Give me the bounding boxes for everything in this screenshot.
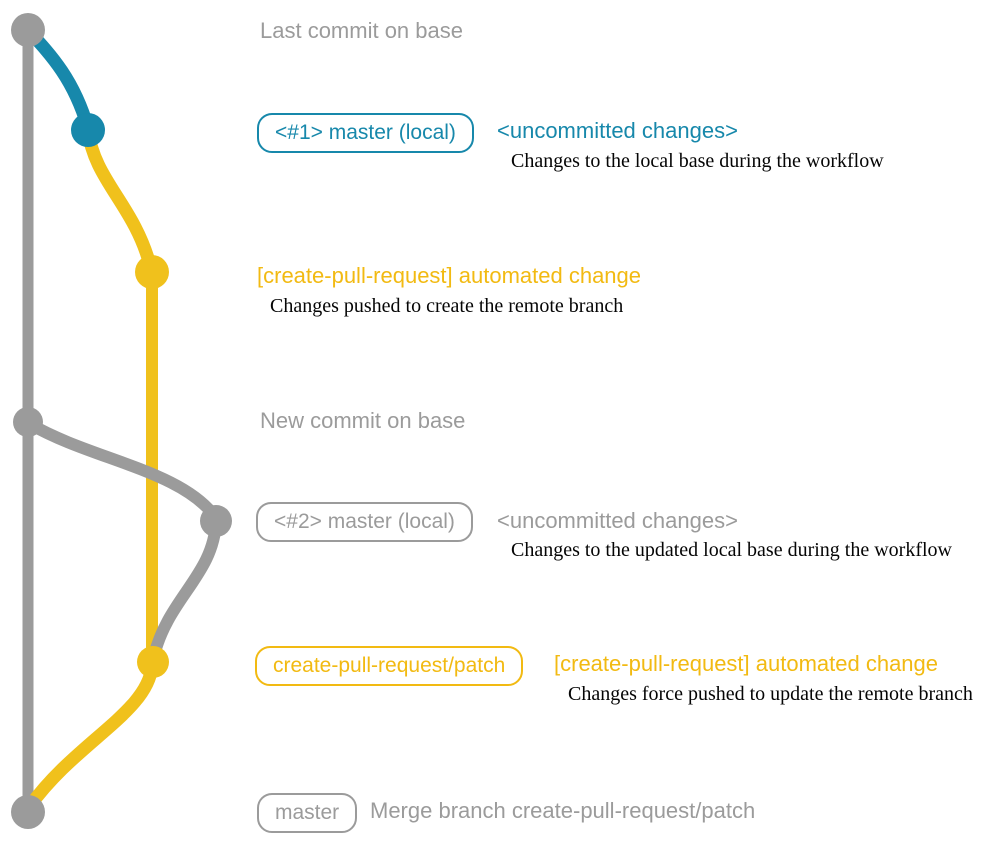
amend-branch-curve bbox=[148, 515, 222, 662]
commit-dot-local-1 bbox=[71, 113, 105, 147]
commit-dot-local-2 bbox=[200, 505, 232, 537]
branch-badge-master: master bbox=[257, 793, 358, 833]
commit-dot-new-base bbox=[13, 407, 43, 437]
desc-uncommitted-changes-1: Changes to the local base during the wor… bbox=[511, 150, 884, 172]
desc-uncommitted-changes-2: Changes to the updated local base during… bbox=[511, 539, 952, 561]
heading-new-commit-on-base: New commit on base bbox=[260, 408, 466, 433]
local-branch-curve bbox=[21, 23, 95, 135]
title-uncommitted-changes-2: <uncommitted changes> bbox=[497, 508, 738, 533]
title-automated-change-1: [create-pull-request] automated change bbox=[257, 263, 642, 288]
branch-badge-patch: create-pull-request/patch bbox=[255, 646, 524, 686]
desc-automated-change-2: Changes force pushed to update the remot… bbox=[568, 683, 973, 705]
rebase-branch-curve bbox=[24, 418, 222, 524]
merge-curve bbox=[23, 659, 159, 813]
commit-dot-patch-2 bbox=[137, 646, 169, 678]
commit-dot-last-base bbox=[11, 13, 45, 47]
title-uncommitted-changes-1: <uncommitted changes> bbox=[497, 118, 738, 143]
patch-branch-curve bbox=[81, 123, 157, 272]
title-automated-change-2: [create-pull-request] automated change bbox=[554, 651, 939, 676]
branch-badge-master-local-1: <#1> master (local) bbox=[257, 113, 474, 153]
commit-dot-patch-1 bbox=[135, 255, 169, 289]
text-merge-branch: Merge branch create-pull-request/patch bbox=[370, 798, 756, 823]
branch-badge-master-local-2: <#2> master (local) bbox=[256, 502, 473, 542]
desc-automated-change-1: Changes pushed to create the remote bran… bbox=[270, 295, 624, 317]
commit-dot-merge bbox=[11, 795, 45, 829]
heading-last-commit-on-base: Last commit on base bbox=[260, 18, 463, 43]
